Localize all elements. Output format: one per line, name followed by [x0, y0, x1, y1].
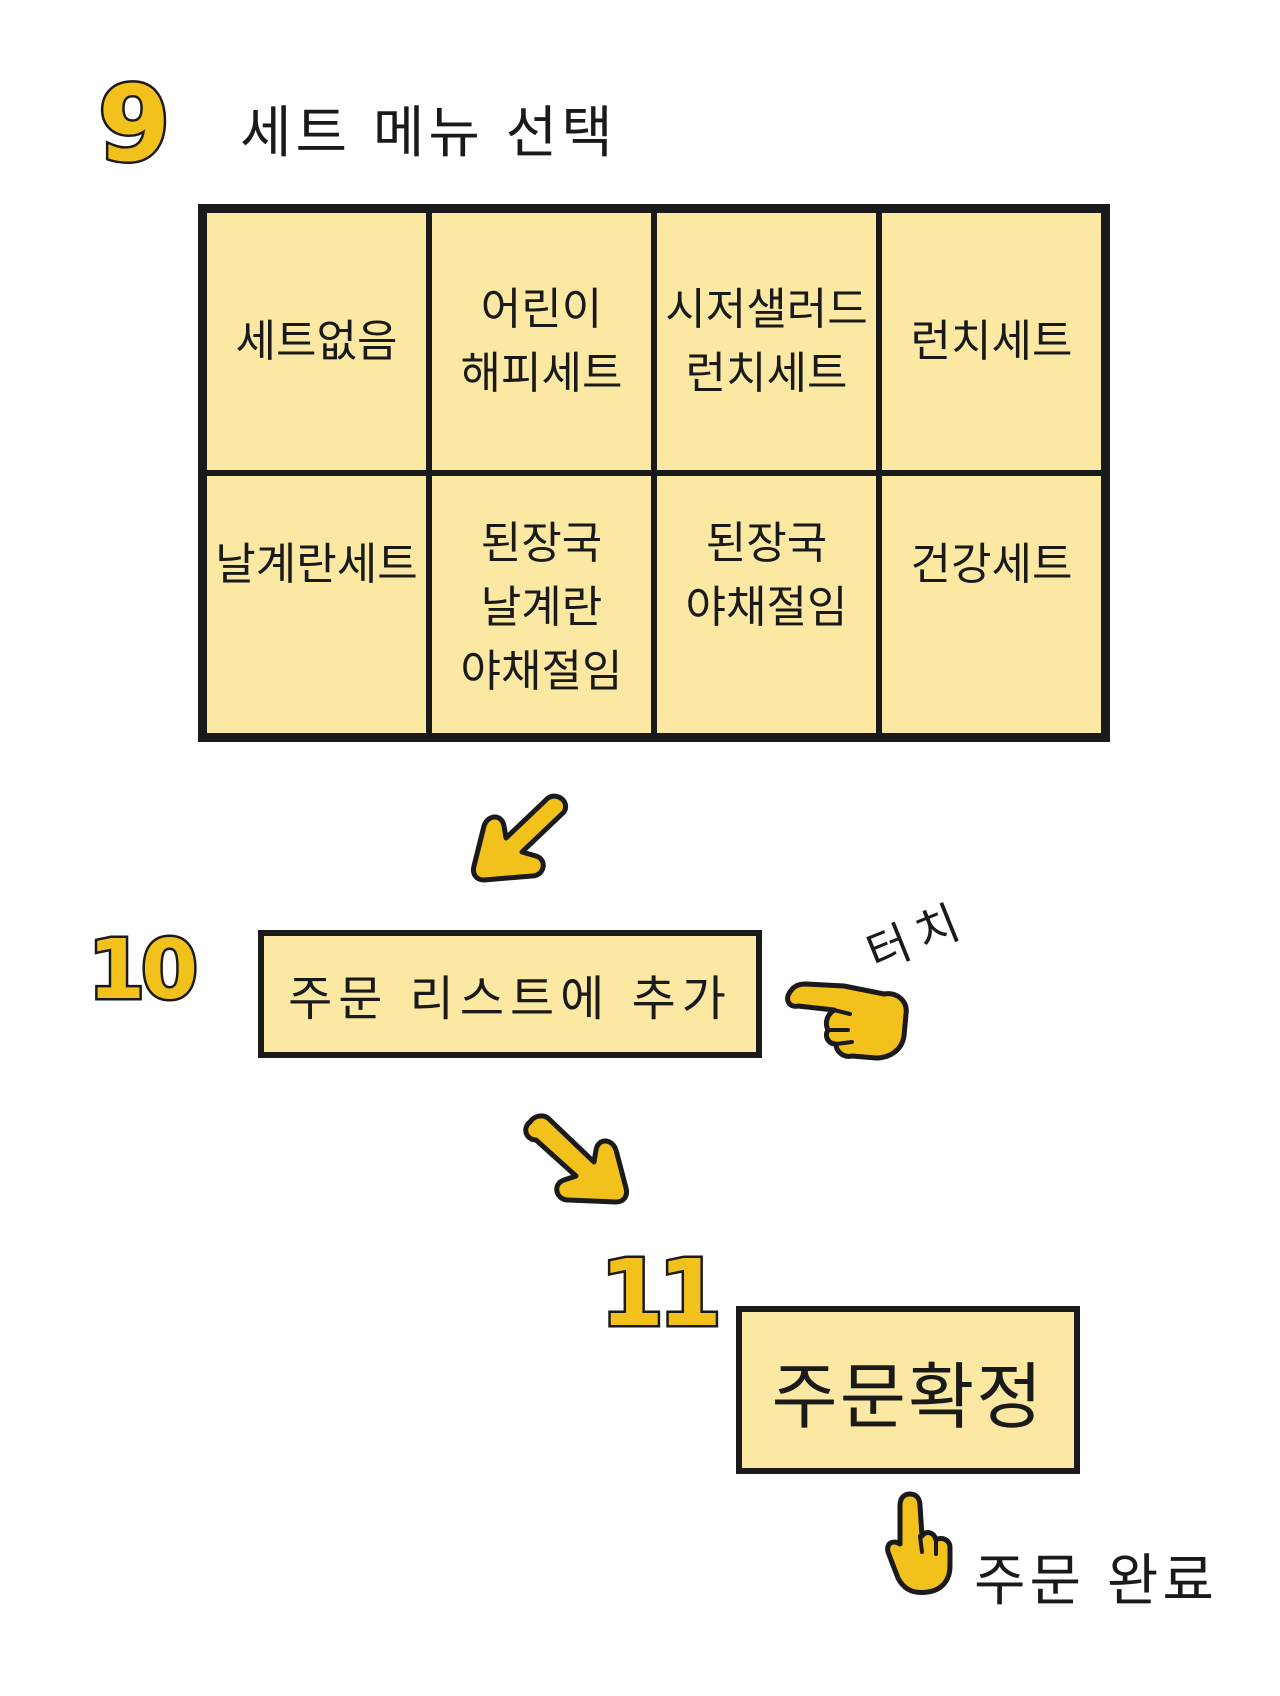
pointing-hand-icon: [885, 1491, 953, 1595]
set-option-healthy[interactable]: 건강세트: [879, 473, 1104, 736]
option-label-line: 된장국: [705, 518, 828, 569]
option-label-line: 야채절임: [460, 645, 623, 697]
step-11-number: 11: [597, 1240, 724, 1347]
option-label-line: 시저샐러드: [665, 283, 868, 335]
step-10-number: 10: [85, 923, 200, 1018]
option-label-line: 세트없음: [235, 315, 398, 367]
set-option-caesar-lunch[interactable]: 시저샐러드 런치세트: [654, 210, 879, 473]
set-option-miso-egg-pickles[interactable]: 된장국 날계란 야채절임: [429, 473, 654, 736]
option-label-line: 날계란세트: [215, 538, 418, 590]
option-label-line: 해피세트: [460, 347, 623, 399]
set-option-kids-happy[interactable]: 어린이 해피세트: [429, 210, 654, 473]
option-label-line: 된장국: [480, 518, 603, 569]
step-9-number: 9: [95, 63, 172, 185]
set-option-miso-pickles[interactable]: 된장국 야채절임: [654, 473, 879, 736]
option-label-line: 런치세트: [910, 315, 1073, 367]
set-option-lunch[interactable]: 런치세트: [879, 210, 1104, 473]
confirm-order-button[interactable]: 주문확정: [736, 1306, 1080, 1474]
option-label-line: 건강세트: [910, 538, 1073, 590]
set-menu-grid: 세트없음 어린이 해피세트 시저샐러드 런치세트 런치세트 날계란세트 된장국 …: [198, 204, 1110, 742]
add-to-order-list-button[interactable]: 주문 리스트에 추가: [258, 930, 762, 1058]
arrow-down-left-icon: [471, 793, 568, 883]
set-option-none[interactable]: 세트없음: [204, 210, 429, 473]
option-label-line: 날계란: [480, 581, 603, 633]
step-9-title: 세트 메뉴 선택: [240, 101, 617, 166]
set-option-raw-egg[interactable]: 날계란세트: [204, 473, 429, 736]
add-to-order-list-label: 주문 리스트에 추가: [288, 971, 732, 1027]
confirm-order-label: 주문확정: [771, 1354, 1045, 1439]
option-label-line: 어린이: [480, 283, 603, 335]
arrow-down-right-icon: [523, 1113, 629, 1205]
option-label-line: 런치세트: [685, 347, 848, 399]
pointing-hand-icon: [785, 981, 909, 1061]
touch-label: 터치: [859, 891, 977, 981]
option-label-line: 야채절임: [685, 581, 848, 633]
order-complete-label: 주문 완료: [974, 1549, 1218, 1614]
